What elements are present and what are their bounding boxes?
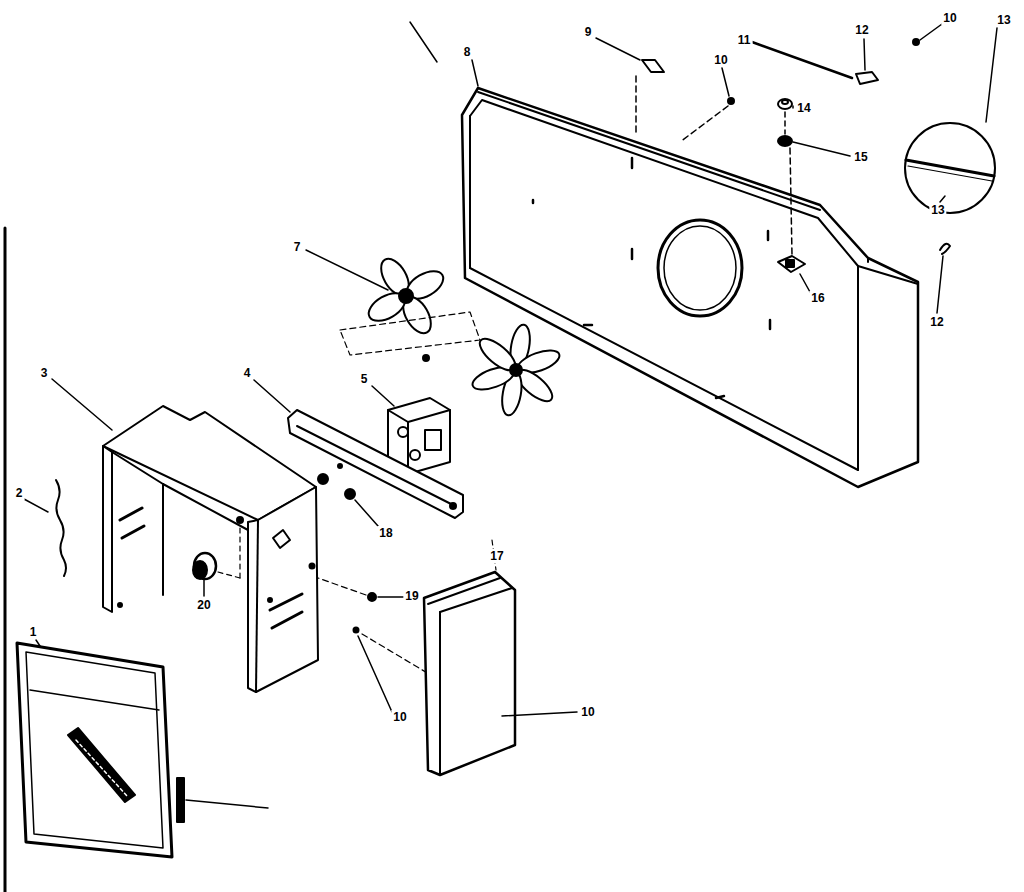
callout-number: 10 <box>579 705 596 719</box>
callout-number: 7 <box>292 240 303 254</box>
callout-number: 10 <box>712 53 729 67</box>
callout-number: 16 <box>809 291 826 305</box>
callout-number: 17 <box>488 549 505 563</box>
callout-number: 4 <box>242 366 253 380</box>
callout-number: 19 <box>403 589 420 603</box>
callout-number: 12 <box>928 315 945 329</box>
callout-number: 13 <box>995 13 1012 27</box>
callout-number: 1 <box>28 625 39 639</box>
callout-number: 18 <box>377 526 394 540</box>
callout-number: 2 <box>14 486 25 500</box>
callout-number: 9 <box>583 25 594 39</box>
callout-number: 8 <box>462 45 473 59</box>
callout-number: 20 <box>195 598 212 612</box>
callout-number: 5 <box>359 372 370 386</box>
callout-number: 12 <box>853 23 870 37</box>
callout-number: 13 <box>929 203 946 217</box>
callout-number: 10 <box>941 11 958 25</box>
callout-number: 11 <box>736 33 753 47</box>
callout-number: 15 <box>852 150 869 164</box>
callout-number: 10 <box>391 710 408 724</box>
callout-number: 3 <box>39 366 50 380</box>
callout-number: 14 <box>795 101 812 115</box>
